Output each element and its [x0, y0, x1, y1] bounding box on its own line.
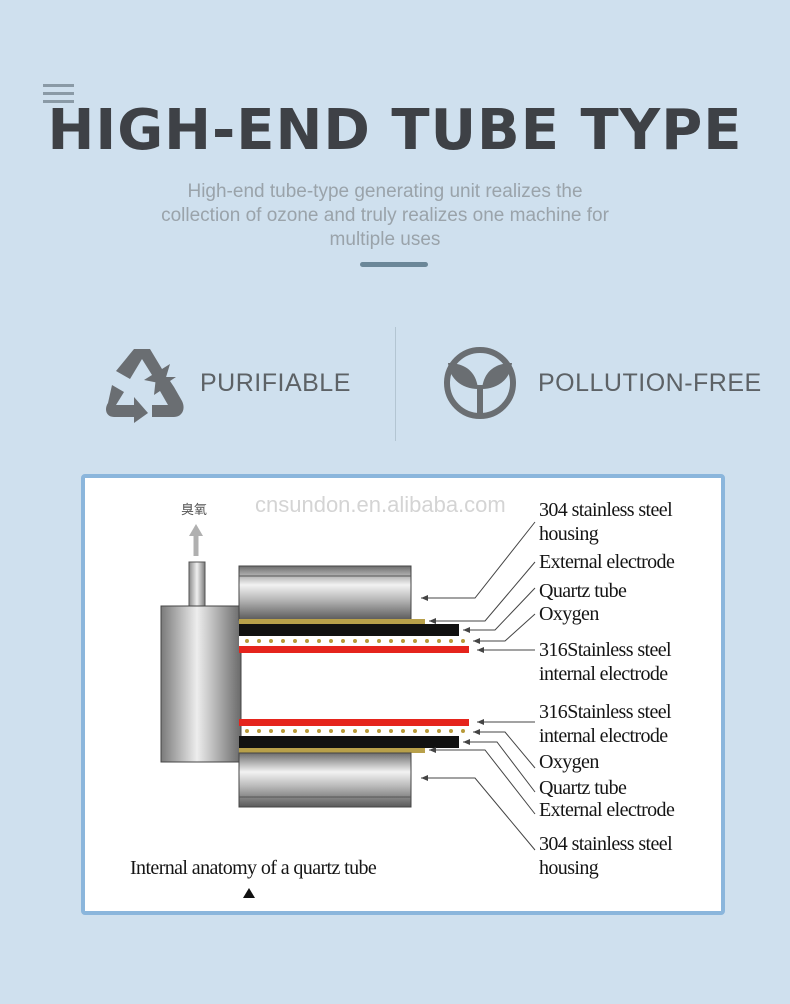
leader-lines-bottom	[421, 719, 536, 851]
outlet-label: 臭氧	[181, 502, 208, 517]
page-subtitle: High-end tube-type generating unit reali…	[161, 181, 609, 250]
oxygen-dots-bottom	[245, 729, 465, 733]
label-internal-electrode-top-1: 316Stainless steel	[539, 639, 672, 661]
recycle-icon	[104, 343, 184, 423]
feature-purifiable: PURIFIABLE	[104, 340, 351, 426]
outlet-nozzle	[188, 561, 206, 609]
diagram-caption: Internal anatomy of a quartz tube	[130, 857, 377, 879]
internal-electrode-top	[239, 646, 469, 653]
housing-bottom	[238, 752, 412, 808]
label-internal-electrode-bottom-1: 316Stainless steel	[539, 701, 672, 723]
label-oxygen-bottom: Oxygen	[539, 751, 599, 773]
menu-icon[interactable]	[43, 84, 74, 108]
label-housing-top-1: 304 stainless steel	[539, 499, 673, 521]
feature-label: PURIFIABLE	[200, 368, 351, 397]
label-internal-electrode-bottom-2: internal electrode	[539, 725, 668, 747]
tube-anatomy-diagram	[160, 521, 536, 898]
tube-anatomy-panel: cnsundon.en.alibaba.com 臭氧 304 stainless…	[81, 474, 725, 915]
label-housing-bottom-1: 304 stainless steel	[539, 833, 673, 855]
label-internal-electrode-top-2: internal electrode	[539, 663, 668, 685]
end-cap	[160, 605, 242, 763]
feature-pollution-free: POLLUTION-FREE	[442, 340, 762, 426]
internal-electrode-bottom	[239, 719, 469, 726]
label-housing-top-2: housing	[539, 523, 599, 545]
feature-label: POLLUTION-FREE	[538, 368, 762, 397]
quartz-tube-top	[239, 624, 459, 636]
housing-top	[238, 565, 412, 621]
watermark: cnsundon.en.alibaba.com	[255, 492, 506, 517]
page-title: HIGH-END TUBE TYPE	[47, 98, 743, 163]
leader-lines-top	[421, 521, 536, 653]
external-electrode-top	[239, 619, 425, 624]
external-electrode-bottom	[239, 748, 425, 753]
label-external-electrode-top: External electrode	[539, 551, 675, 573]
title-underline	[360, 262, 428, 267]
quartz-tube-bottom	[239, 736, 459, 748]
feature-divider	[395, 327, 396, 441]
leaf-sprout-icon	[442, 345, 518, 421]
oxygen-dots-top	[245, 639, 465, 643]
label-housing-bottom-2: housing	[539, 857, 599, 879]
label-quartz-tube-top: Quartz tube	[539, 580, 627, 602]
label-quartz-tube-bottom: Quartz tube	[539, 777, 627, 799]
label-external-electrode-bottom: External electrode	[539, 799, 675, 821]
caption-marker	[243, 888, 255, 898]
label-oxygen-top: Oxygen	[539, 603, 599, 625]
